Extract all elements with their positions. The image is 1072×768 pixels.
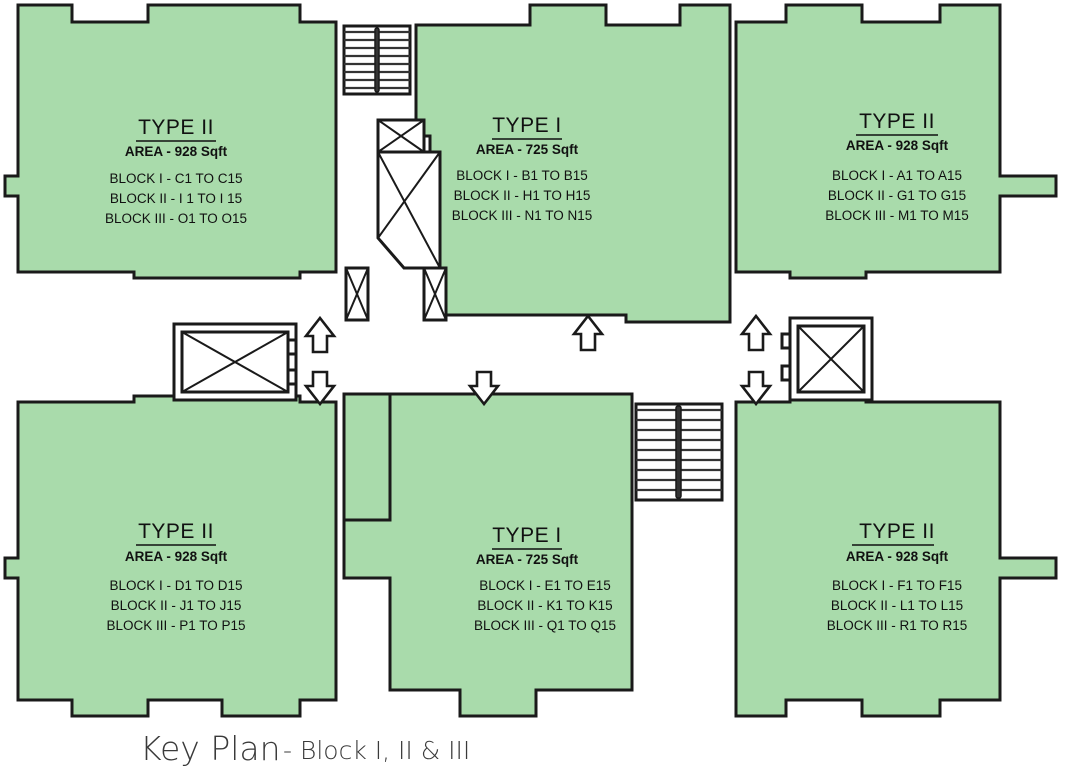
- unit-block3-bottom-center: BLOCK III - Q1 TO Q15: [474, 618, 616, 633]
- unit-shape-bottom-left: [3, 394, 338, 718]
- unit-area-bottom-right: AREA - 928 Sqft: [846, 549, 949, 564]
- unit-area-bottom-left: AREA - 928 Sqft: [125, 549, 228, 564]
- handrail-lower: [675, 405, 682, 499]
- unit-title-bottom-left: TYPE II: [138, 520, 214, 543]
- lift-shaft-angled: [376, 150, 442, 270]
- unit-shape-bottom-center-body: [342, 392, 634, 718]
- unit-block1-bottom-right: BLOCK I - F1 TO F15: [832, 578, 962, 593]
- caption-title: Key Plan: [140, 729, 281, 768]
- arrow-down-right-core: [739, 370, 773, 407]
- duct-shaft-left-corridor: [344, 266, 370, 322]
- lift-core-right: [780, 316, 874, 402]
- unit-title-top-right: TYPE II: [859, 110, 935, 133]
- unit-block3-bottom-right: BLOCK III - R1 TO R15: [827, 618, 968, 633]
- unit-title-top-left: TYPE II: [138, 116, 214, 139]
- unit-shape-top-center: [414, 3, 732, 324]
- unit-area-top-left: AREA - 928 Sqft: [125, 144, 228, 159]
- unit-area-top-right: AREA - 928 Sqft: [846, 138, 949, 153]
- handrail-upper: [374, 27, 380, 93]
- staircase-lower: [634, 402, 724, 502]
- arrow-up-right-core: [739, 313, 773, 352]
- arrow-up-left-core: [303, 315, 337, 354]
- arrow-down-bottom-center: [467, 370, 501, 407]
- unit-block1-bottom-left: BLOCK I - D1 TO D15: [109, 578, 242, 593]
- unit-block1-bottom-center: BLOCK I - E1 TO E15: [479, 578, 611, 593]
- duct-shaft-upper: [376, 118, 426, 154]
- unit-block1-top-right: BLOCK I - A1 TO A15: [832, 168, 962, 183]
- unit-title-top-center: TYPE I: [492, 114, 562, 137]
- unit-block3-top-center: BLOCK III - N1 TO N15: [452, 208, 593, 223]
- unit-title-bottom-center: TYPE I: [492, 524, 562, 547]
- unit-block1-top-left: BLOCK I - C1 TO C15: [109, 171, 242, 186]
- unit-block2-top-center: BLOCK II - H1 TO H15: [454, 188, 591, 203]
- unit-area-bottom-center: AREA - 725 Sqft: [476, 552, 579, 567]
- duct-shaft-right-corridor: [422, 266, 448, 322]
- unit-block2-bottom-center: BLOCK II - K1 TO K15: [477, 598, 612, 613]
- arrow-up-top-center: [571, 313, 605, 352]
- caption-subtitle: - Block I, II & III: [283, 736, 470, 765]
- unit-block3-top-left: BLOCK III - O1 TO O15: [105, 211, 247, 226]
- unit-block3-bottom-left: BLOCK III - P1 TO P15: [106, 618, 245, 633]
- unit-block1-top-center: BLOCK I - B1 TO B15: [456, 168, 588, 183]
- unit-area-top-center: AREA - 725 Sqft: [476, 142, 579, 157]
- unit-block2-top-right: BLOCK II - G1 TO G15: [828, 188, 966, 203]
- unit-block2-top-left: BLOCK II - I 1 TO I 15: [110, 191, 242, 206]
- unit-title-bottom-right: TYPE II: [859, 520, 935, 543]
- staircase-upper: [342, 24, 412, 96]
- unit-block2-bottom-left: BLOCK II - J1 TO J15: [111, 598, 242, 613]
- arrow-down-left-core: [303, 370, 337, 407]
- unit-block2-bottom-right: BLOCK II - L1 TO L15: [831, 598, 963, 613]
- lift-core-left: [172, 322, 298, 402]
- unit-block3-top-right: BLOCK III - M1 TO M15: [825, 208, 969, 223]
- unit-shape-top-right: [734, 3, 1058, 280]
